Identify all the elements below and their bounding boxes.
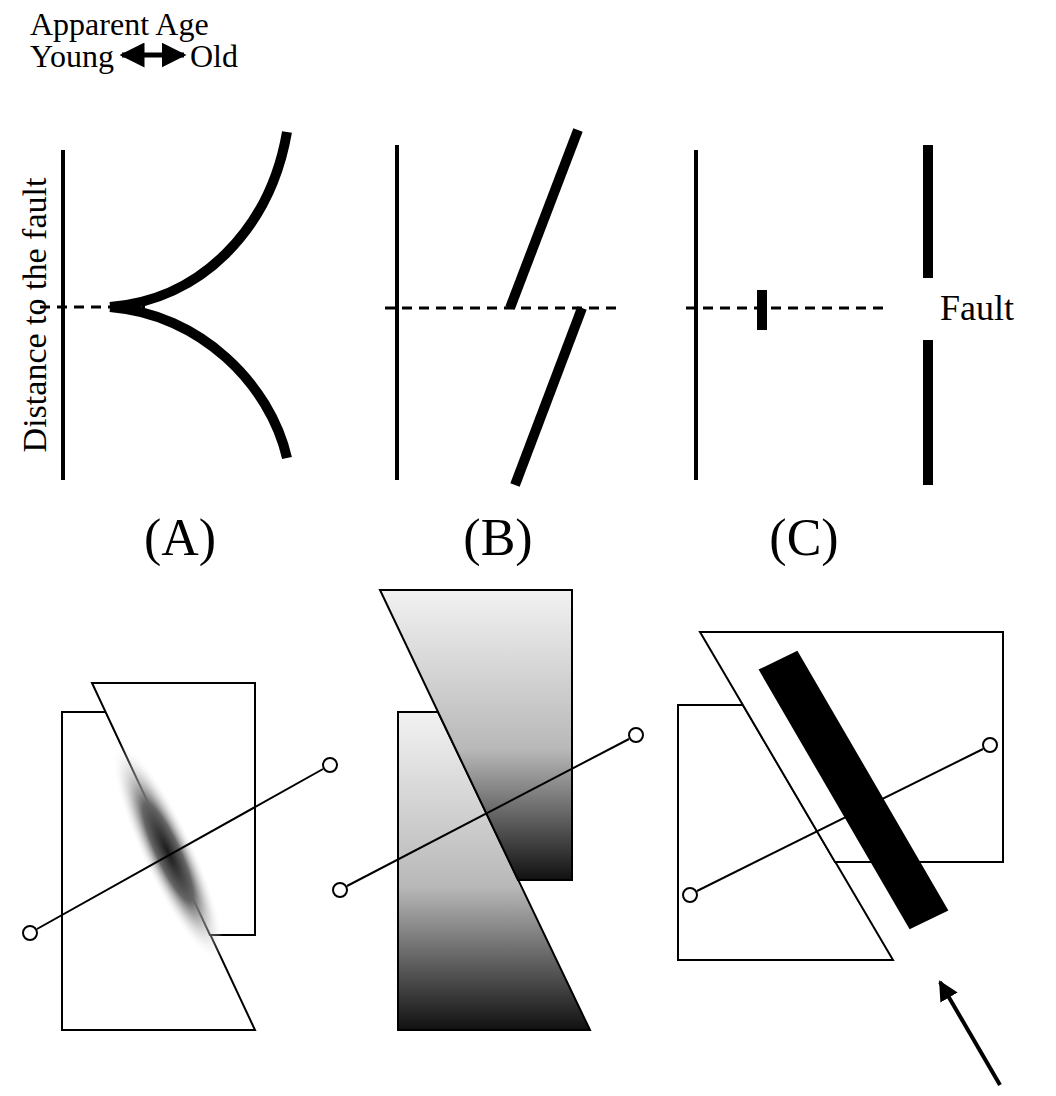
axis-title: Distance to the fault [18,178,52,453]
block-diagram-c [678,632,1003,1085]
panel-label: (A) [144,512,216,564]
block-diagram-b [333,590,643,1030]
plot-a [40,132,287,480]
fault-label: Fault [940,290,1014,326]
panel-label: (C) [769,512,838,564]
plot-b [385,130,620,485]
axis-end-label: Old [190,40,238,72]
axis-end-label: Young [30,40,114,72]
block-diagram-a [23,683,337,1030]
plot-c [686,145,928,485]
axis-title: Apparent Age [30,8,209,40]
panel-label: (B) [463,512,532,564]
age-arrow [122,53,184,58]
